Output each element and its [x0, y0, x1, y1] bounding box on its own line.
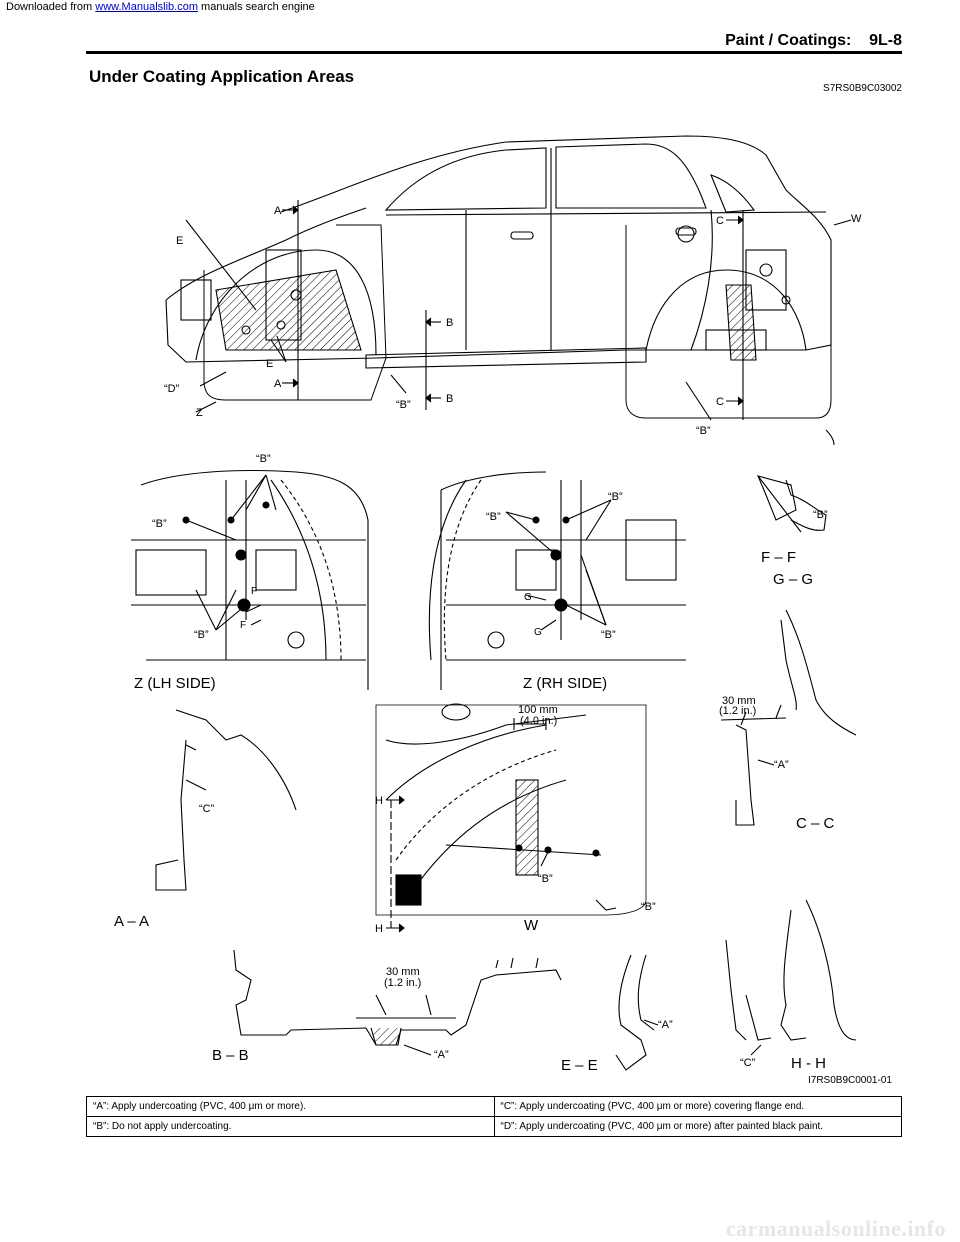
w-detail-view — [375, 703, 647, 933]
z-rh-callout-b-bottom: “B” — [601, 629, 616, 641]
z-rh-callout-b-top: “B” — [608, 491, 623, 503]
callout-d: “D” — [164, 383, 180, 395]
download-prefix: Downloaded from — [6, 1, 96, 13]
ff-callout-b: “B” — [813, 509, 828, 521]
view-title-ff: F – F — [761, 549, 796, 566]
bb-dim-30-in: (1.2 in.) — [384, 977, 421, 989]
mark-c-top: C — [716, 215, 724, 227]
legend-row: “B”: Do not apply undercoating. “D”: App… — [86, 1116, 902, 1137]
figure-svg: A A E E B B C C W Z “D” “B” “B” — [114, 135, 892, 1086]
download-source-line: Downloaded from www.Manualslib.com manua… — [6, 1, 315, 13]
manualslib-link[interactable]: www.Manualslib.com — [95, 1, 198, 13]
view-title-gg: G – G — [773, 571, 813, 588]
z-lh-callout-b-top: “B” — [256, 453, 271, 465]
z-lh-callout-b-left: “B” — [152, 518, 167, 530]
ee-section — [615, 954, 659, 1071]
mark-a-bottom: A — [274, 378, 282, 390]
bb-dim-30-mm: 30 mm — [386, 966, 420, 978]
download-suffix: manuals search engine — [197, 1, 315, 13]
mark-b-top: B — [446, 317, 453, 329]
mark-a-top: A — [274, 205, 282, 217]
w-mark-h-bottom: H — [375, 923, 383, 935]
mark-b-bottom: B — [446, 393, 453, 405]
cc-dim-30-mm: 30 mm — [722, 695, 756, 707]
view-title-bb: B – B — [212, 1047, 249, 1064]
legend-cell-c: “C”: Apply undercoating (PVC, 400 μm or … — [493, 1096, 902, 1117]
section-title: Under Coating Application Areas — [89, 67, 355, 86]
page-header-title: Paint / Coatings: 9L-8 — [725, 32, 902, 49]
footer-watermark: carmanualsonline.info — [725, 1216, 946, 1241]
legend-table: “A”: Apply undercoating (PVC, 400 μm or … — [86, 1096, 902, 1137]
view-title-z-lh: Z (LH SIDE) — [134, 675, 216, 692]
z-rh-side-view — [428, 471, 686, 690]
bb-callout-a: “A” — [434, 1049, 449, 1061]
ee-callout-a: “A” — [658, 1019, 673, 1031]
w-mark-h-top: H — [375, 795, 383, 807]
z-rh-mark-g2: G — [534, 627, 542, 638]
view-title-cc: C – C — [796, 815, 835, 832]
callout-b-sill: “B” — [396, 399, 411, 411]
legend-cell-b: “B”: Do not apply undercoating. — [86, 1116, 495, 1137]
mark-z: Z — [196, 407, 203, 419]
mark-w: W — [851, 213, 862, 225]
hh-section — [725, 899, 857, 1056]
figure-id: I7RS0B9C0001-01 — [808, 1075, 892, 1086]
mark-c-bottom: C — [716, 396, 724, 408]
z-rh-mark-g1: G — [524, 592, 532, 603]
section-code: S7RS0B9C03002 — [823, 83, 902, 94]
legend-cell-d: “D”: Apply undercoating (PVC, 400 μm or … — [493, 1116, 902, 1137]
hh-callout-c: “C” — [740, 1057, 756, 1069]
callout-b-rear: “B” — [696, 425, 711, 437]
z-lh-mark-f2: F — [240, 620, 246, 631]
ff-gg-section — [757, 429, 835, 533]
w-callout-b-right: “B” — [641, 901, 656, 913]
car-side-view — [165, 135, 852, 421]
w-callout-b-center: “B” — [538, 873, 553, 885]
view-title-aa: A – A — [114, 913, 149, 930]
view-title-hh: H - H — [791, 1055, 826, 1072]
z-lh-side-view — [131, 469, 369, 690]
z-lh-mark-f1: F — [251, 586, 257, 597]
z-lh-callout-b-bottom: “B” — [194, 629, 209, 641]
bb-section — [233, 949, 562, 1056]
view-title-z-rh: Z (RH SIDE) — [523, 675, 607, 692]
cc-section — [720, 609, 857, 826]
view-title-ee: E – E — [561, 1057, 598, 1074]
aa-callout-c: “C” — [199, 803, 215, 815]
undercoating-figure: A A E E B B C C W Z “D” “B” “B” — [86, 100, 902, 1090]
header-rule — [86, 51, 902, 54]
legend-cell-a: “A”: Apply undercoating (PVC, 400 μm or … — [86, 1096, 495, 1117]
mark-e-bottom: E — [266, 358, 273, 370]
w-dim-100-in: (4.0 in.) — [520, 715, 557, 727]
legend-row: “A”: Apply undercoating (PVC, 400 μm or … — [86, 1096, 902, 1117]
cc-callout-a: “A” — [774, 759, 789, 771]
z-rh-callout-b-left: “B” — [486, 511, 501, 523]
w-dim-100-mm: 100 mm — [518, 704, 558, 716]
mark-e-top: E — [176, 235, 183, 247]
cc-dim-30-in: (1.2 in.) — [719, 705, 756, 717]
aa-section — [155, 709, 297, 891]
view-title-w: W — [524, 917, 539, 934]
